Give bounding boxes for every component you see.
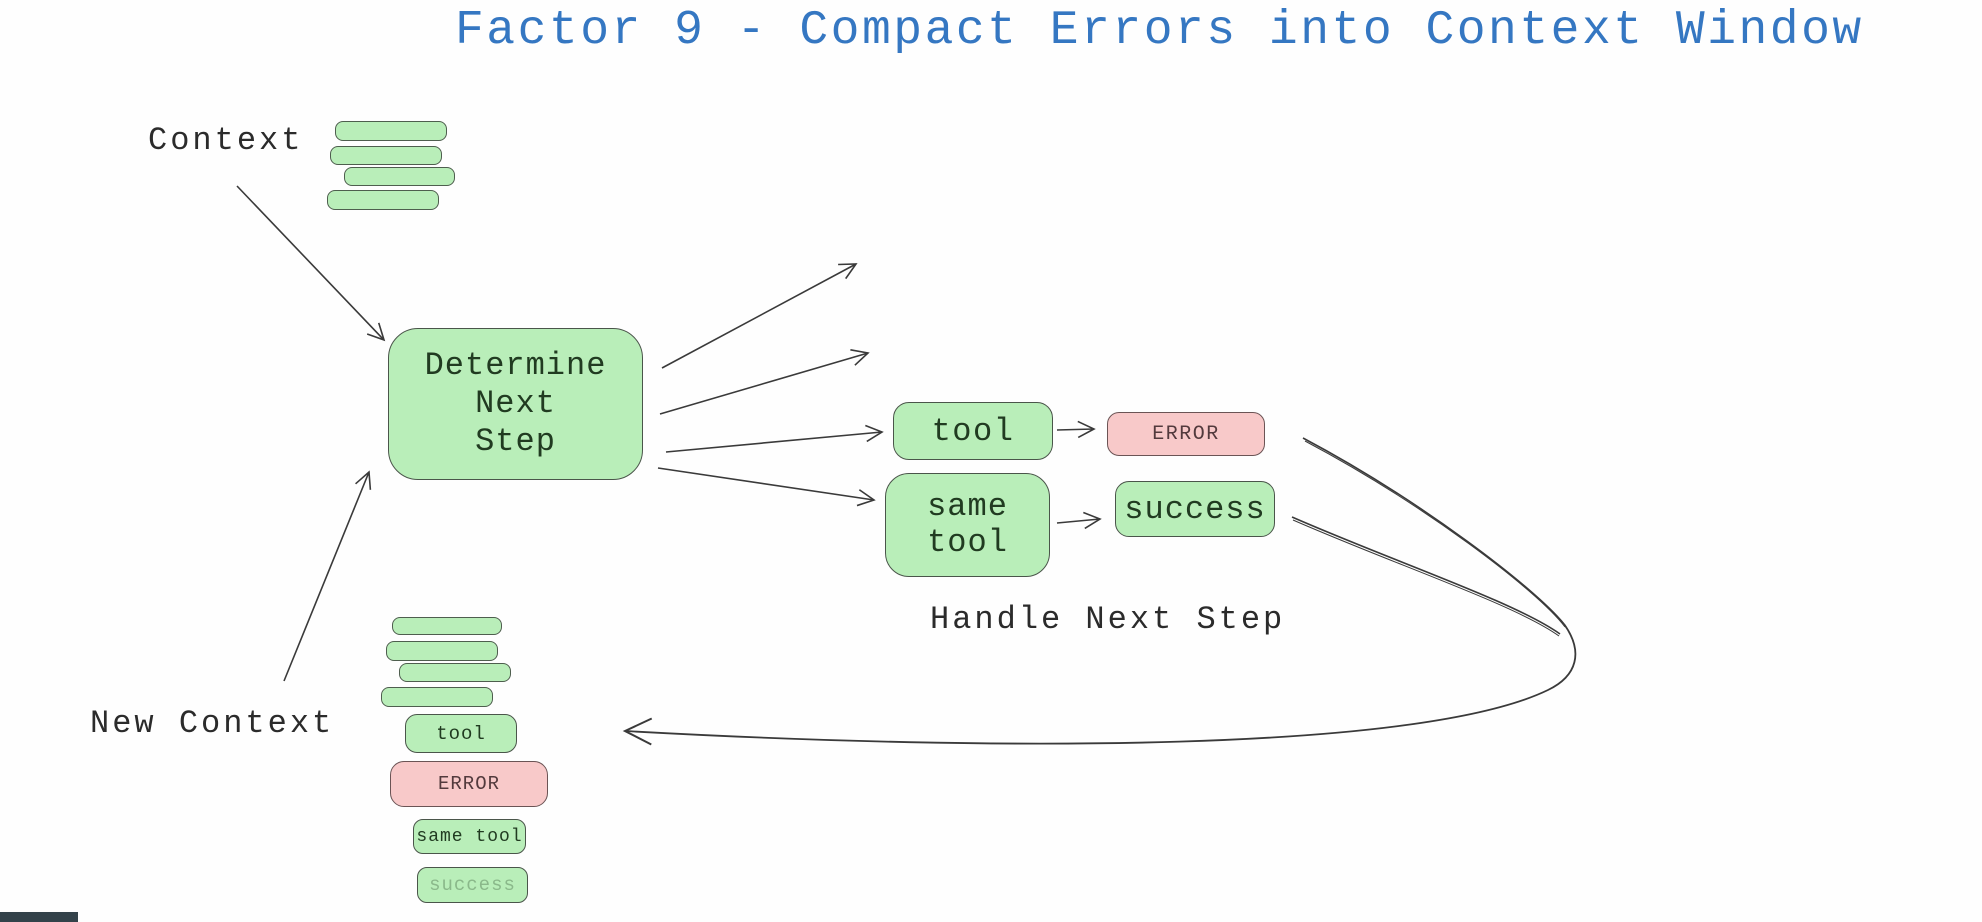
arrow-sametool-to-success	[1056, 511, 1102, 530]
success-node-label: success	[1124, 490, 1266, 528]
screen-corner-artifact	[0, 912, 78, 922]
arrow-fan-to-same-tool	[657, 467, 876, 507]
loop-line-from-success	[1291, 516, 1561, 635]
chip-label: success	[429, 874, 516, 896]
context-label: Context	[148, 122, 304, 159]
context-stack-bar	[335, 121, 447, 141]
chip-label: same tool	[416, 826, 523, 847]
determine-line-1: Determine	[424, 347, 607, 384]
same-tool-line-2: tool	[927, 524, 1008, 561]
handle-next-step-label: Handle Next Step	[930, 601, 1286, 638]
tool-node: tool	[893, 402, 1053, 460]
same-tool-node: same tool	[885, 473, 1050, 577]
context-stack-bar	[330, 146, 442, 165]
arrow-tool-to-error	[1056, 420, 1096, 439]
arrow-fan-2	[659, 349, 870, 415]
same-tool-line-1: same	[927, 488, 1008, 525]
determine-next-step-node: Determine Next Step	[388, 328, 643, 480]
new-context-chip-error: ERROR	[390, 761, 548, 807]
chip-label: ERROR	[437, 773, 500, 795]
new-context-stack-bar	[386, 641, 498, 661]
error-node: ERROR	[1107, 412, 1265, 456]
loop-line-from-error-double	[1304, 440, 1566, 628]
context-stack-bar	[344, 167, 455, 186]
chip-label: tool	[436, 722, 486, 745]
new-context-chip-success: success	[417, 867, 528, 903]
loop-line-from-success-double	[1292, 519, 1560, 637]
new-context-stack-bar	[381, 687, 493, 707]
new-context-label: New Context	[90, 705, 335, 742]
arrow-fan-to-tool	[665, 424, 884, 453]
new-context-chip-same-tool: same tool	[413, 819, 526, 854]
context-stack-bar	[327, 190, 439, 210]
new-context-chip-tool: tool	[405, 714, 517, 753]
error-node-label: ERROR	[1152, 422, 1220, 446]
diagram-title: Factor 9 - Compact Errors into Context W…	[455, 4, 1864, 58]
arrow-newcontext-to-determine	[283, 470, 372, 682]
arrow-fan-1	[661, 263, 858, 369]
loop-line-from-error	[1302, 437, 1565, 625]
new-context-stack-bar	[399, 663, 511, 682]
new-context-stack-bar	[392, 617, 502, 635]
tool-node-label: tool	[931, 412, 1015, 450]
arrow-loop-return-to-newcontext	[622, 623, 1577, 746]
determine-line-3: Step	[475, 423, 556, 460]
determine-line-2: Next	[475, 385, 556, 422]
success-node: success	[1115, 481, 1275, 537]
